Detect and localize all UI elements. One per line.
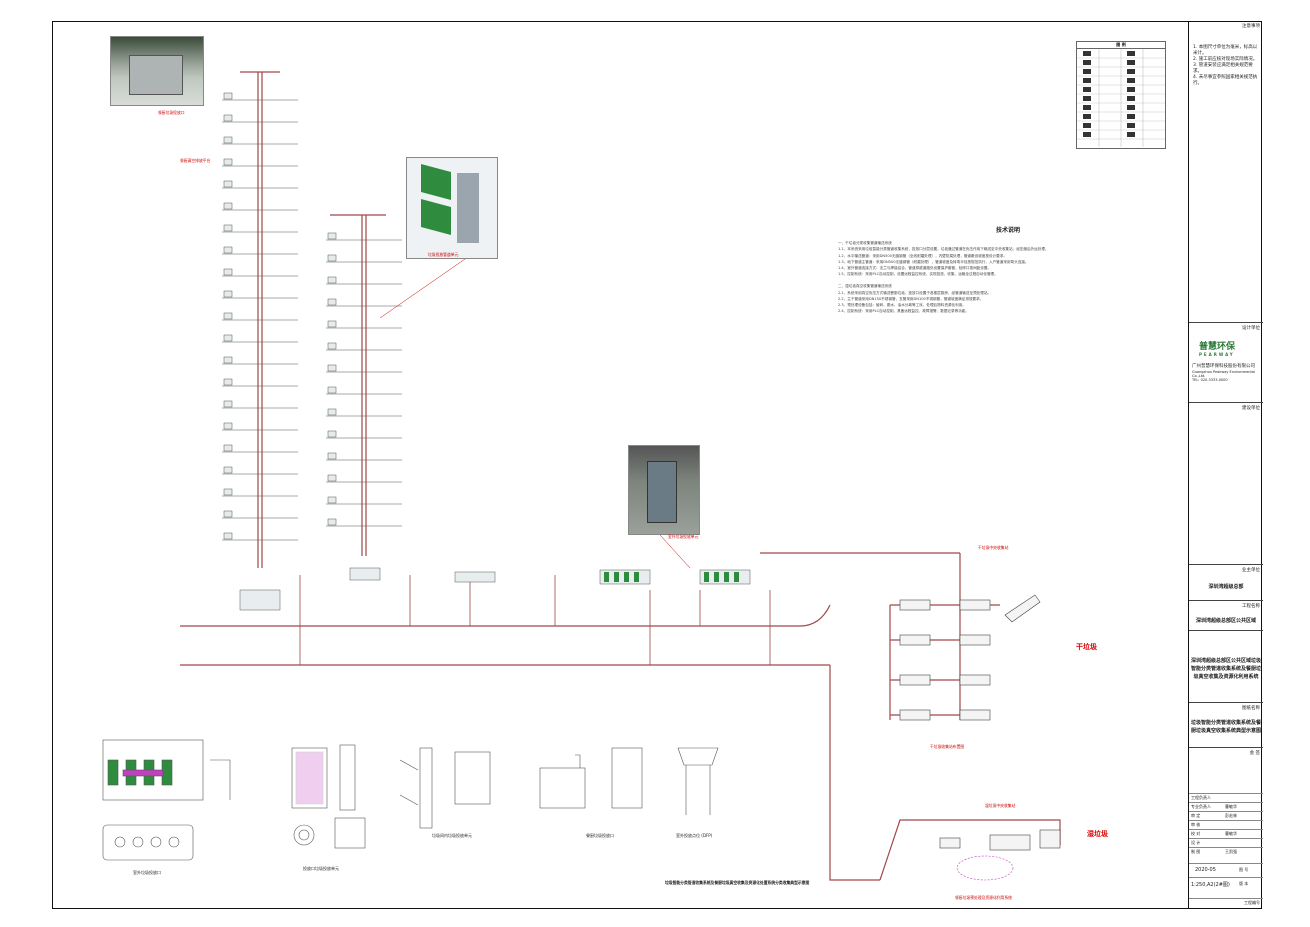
tb-signoff: 会 签 工程负责人 专业负责人曹敏华 审 定彭宏林 审 核 校 对曹敏华 设 计… [1189,748,1263,909]
detail-room-unit [399,747,491,829]
zone-wet-label: 湿垃圾 [1087,830,1108,838]
company-logo-text: 普慧环保 [1199,342,1236,352]
wet-station-equipment [939,829,1061,881]
drawing-name: 垃圾智能分类管道收集系统及餐厨垃圾真空收集系统典型示意图 [1191,720,1262,734]
legend-grid [1077,49,1165,147]
note-line: 2.2、主干管道采用DN150不锈钢管，支管采用DN100不锈钢管，管道坡度满足… [838,296,984,301]
tb-note-line: 3. 管道安装应满足相关规范要求。 [1193,63,1253,74]
tb-owner2-header: 建设单位 [1242,406,1260,411]
detail5-caption: 室外投放点位 (DFP) [676,833,713,838]
detail4-caption: 餐厨垃圾投放口 [586,833,614,838]
kitchen-inlet-photo [110,36,204,106]
tb-signoff-header: 会 签 [1249,751,1260,756]
person: 彭宏林 [1225,813,1237,818]
note-line: 1.1、本系统采用垃圾智能分类管道收集系统，投放口分层设置，垃圾通过管道在负压作… [838,247,1049,252]
dry-station-equipment [899,594,1041,721]
project-full-name: 深圳湾超级总部区公共区域垃圾智能分类管道收集系统及餐厨垃圾真空收集及资源化利用系… [1191,658,1262,680]
photo2-caption: 垃圾投放管道单元 [428,252,459,257]
role: 设 计 [1191,840,1201,845]
sheet-no-label: 图 号 [1239,867,1249,872]
legend-title: 图 例 [1077,42,1165,49]
tb-note-line: 2. 施工前应核对现场实际情况。 [1193,57,1258,62]
leader-lines [379,249,691,569]
detail-dfp [677,747,719,815]
wet-station-bottom-caption: 餐厨垃圾预处理及资源化利用系统 [955,895,1012,900]
notes-title: 技术说明 [995,227,1020,234]
title-block: 注意事项 1. 本图尺寸单位为毫米，标高以米计。 2. 施工前应核对现场实际情况… [1188,21,1263,909]
version-label: 版 本 [1239,881,1249,886]
wet-station-caption: 湿垃圾中央收集站 [985,803,1016,808]
pipe-unit-render [406,157,498,259]
technical-notes: 技术说明 一、干垃圾分类收集管道输送系统 1.1、本系统采用垃圾智能分类管道收集… [838,227,1178,314]
note-line: 2.4、控制系统：采用PLC自动控制，具备远程监控、故障报警、数据记录等功能。 [838,309,969,314]
photo3-caption: 室外垃圾投放单元 [668,534,699,539]
floor-branches-left [222,92,298,541]
note-line: 1.5、控制系统：采用PLC自动控制，设置远程监控系统，实现投放、收集、运输全过… [838,272,998,277]
drawing-frame [52,21,1262,909]
owner-name: 深圳湾超级总部 [1208,584,1244,590]
photo1-caption2: 餐厨真空排放平台 [180,158,211,163]
legend-table: 图 例 [1076,41,1166,149]
drawing-scale: 1:250,A2(2#图) [1191,882,1230,888]
tb-note-line: 1. 本图尺寸单位为毫米，标高以米计。 [1193,45,1258,56]
zone-dry-label: 干垃圾 [1076,643,1097,651]
note-line: 1.3、地下管道主管道：采用DN500无缝钢管（耐磨处理），管道坡度及转弯半径按… [838,259,1029,264]
note-line: 2.3、预处理设备包括：破碎、脱水、油水分离等工序，处理后物料资源化利用。 [838,303,966,308]
company-logo-en: PEARWAY [1199,352,1235,357]
person: 曹敏华 [1225,804,1237,809]
tb-notes-header: 注意事项 [1242,24,1260,29]
role: 专业负责人 [1191,804,1211,809]
detail2-caption: 投放口垃圾投放单元 [303,866,339,871]
tb-notes: 注意事项 1. 本图尺寸单位为毫米，标高以米计。 2. 施工前应核对现场实际情况… [1189,21,1263,323]
company-name: 广州普慧环保科技股份有限公司 [1192,364,1255,369]
riser-tower-mid [330,214,386,556]
sheet-bottom-title: 垃圾智能分类管道收集系统及餐厨垃圾真空收集及资源化处置系统分类收集典型示意图 [665,880,810,885]
inlet-valves [604,572,739,582]
tb-note-line: 4. 未尽事宜参照国家相关规范执行。 [1193,75,1258,86]
tb-drawing-header: 图纸名称 [1242,706,1260,711]
company-tel: TEL: 020-3333-0000 [1192,378,1228,382]
tb-owner2: 建设单位 [1189,403,1263,565]
person: 曹敏华 [1225,831,1237,836]
tb-project: 工程名称 深圳湾超级总部区公共区域 [1189,601,1263,631]
dry-station-caption: 干垃圾中央收集站 [978,545,1009,550]
tb-project-header: 工程名称 [1242,604,1260,609]
tb-owner-header: 业主单位 [1242,568,1260,573]
role: 工程负责人 [1191,795,1211,800]
note-line: 一、干垃圾分类收集管道输送系统 [838,241,892,246]
branch-drops [299,575,771,665]
dry-station-bottom-caption: 干垃圾收集站布置图 [930,744,965,749]
tb-owner: 业主单位 深圳湾超级总部 [1189,565,1263,601]
photo1-caption: 餐厨垃圾投放口 [158,110,185,115]
floor-branches-mid [326,232,402,527]
role: 审 核 [1191,822,1201,827]
detail1-caption: 室外垃圾投放口 [133,870,161,875]
tb-design: 设计单位 普慧环保 PEARWAY 广州普慧环保科技股份有限公司 Guangzh… [1189,323,1263,403]
person: 王凯强 [1225,849,1237,854]
outdoor-inlet-photo [628,445,700,535]
tb-design-header: 设计单位 [1242,326,1260,331]
note-line: 1.2、水平输送管道：采用DN500无缝钢管（全线耐磨处理），内壁防腐处理，管道… [838,253,1007,258]
project-name: 深圳湾超级总部区公共区域 [1195,618,1256,624]
company-logo: 普慧环保 PEARWAY [1199,339,1235,357]
role: 制 图 [1191,849,1201,854]
archive-label: 工程编号 [1244,900,1260,905]
drawing-date: 2020-05 [1195,867,1216,873]
tb-project-full: 深圳湾超级总部区公共区域垃圾智能分类管道收集系统及餐厨垃圾真空收集及资源化利用系… [1189,631,1263,703]
note-line: 2.1、系统采用真空负压方式输送餐厨垃圾，投放口设置于各楼层厨房，经管道输送至预… [838,290,992,295]
tb-drawing: 图纸名称 垃圾智能分类管道收集系统及餐厨垃圾真空收集系统典型示意图 [1189,703,1263,748]
role: 审 定 [1191,813,1201,818]
detail-outdoor-inlet [102,739,231,861]
detail-room-inlet [291,744,366,849]
detail-kitchen-inlet [539,747,643,809]
note-line: 二、湿垃圾真空收集管道输送系统 [838,284,892,289]
note-line: 1.4、室外管道连接方式：法兰与焊接结合，管道穿越道路处设置保护套管，检修口按间… [838,266,992,271]
company-name-en: Guangzhou Peakway Environmental Co.,Ltd. [1192,370,1256,378]
inlet-cluster-1 [239,567,751,611]
role: 校 对 [1191,831,1201,836]
detail3-caption: 垃圾间内垃圾投放单元 [432,833,472,838]
